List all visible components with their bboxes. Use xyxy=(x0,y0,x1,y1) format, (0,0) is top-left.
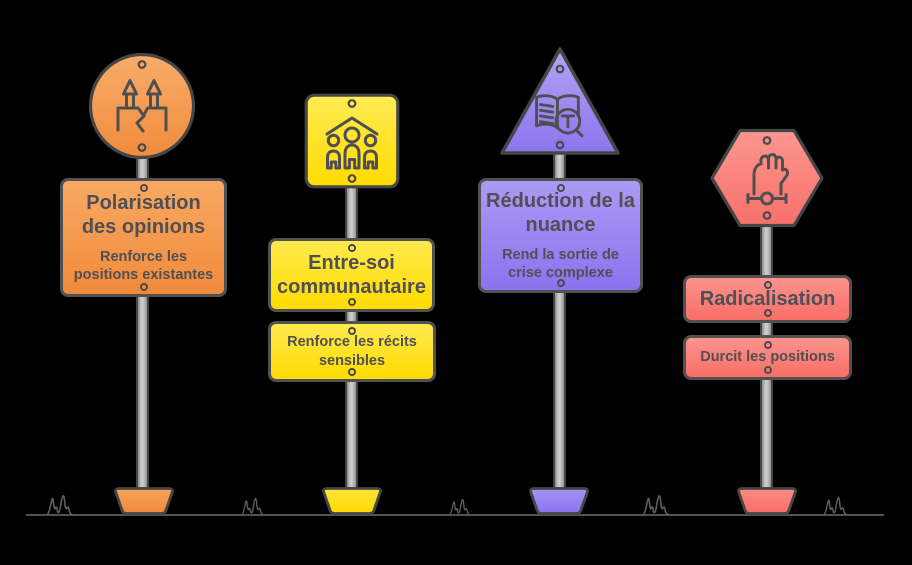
sign-head-circle xyxy=(88,52,196,160)
sign-pole xyxy=(345,150,358,489)
sign-head-square xyxy=(304,93,400,189)
screw-icon xyxy=(347,99,357,108)
sign-base xyxy=(737,487,797,515)
sign-board: Polarisation des opinions Renforce les p… xyxy=(60,178,227,297)
screw-icon xyxy=(556,279,565,287)
screw-icon xyxy=(762,136,772,145)
screw-icon xyxy=(556,184,565,192)
sign-base xyxy=(114,487,174,515)
sign-subtitle: Renforce les récits sensibles xyxy=(287,334,417,369)
sign-board: Entre-soi communautaire xyxy=(268,238,435,312)
sign-board: Durcit les positions xyxy=(683,335,852,380)
sign-title: Polarisation des opinions xyxy=(81,191,206,239)
sign-title: Entre-soi communautaire xyxy=(277,251,426,298)
screw-icon xyxy=(763,341,772,349)
grass-tuft xyxy=(241,498,265,516)
split-crack-arrows-icon xyxy=(116,79,168,133)
grass-tuft xyxy=(46,495,74,516)
screw-icon xyxy=(347,298,356,306)
screw-icon xyxy=(139,283,148,291)
raised-fist-shackle-icon xyxy=(746,153,790,206)
screw-icon xyxy=(555,64,565,74)
screw-icon xyxy=(139,184,148,192)
grass-tuft xyxy=(642,495,670,516)
sign-head-triangle xyxy=(500,47,620,155)
sign-title: Réduction de la nuance xyxy=(486,189,635,237)
screw-icon xyxy=(347,244,356,252)
screw-icon xyxy=(137,143,147,152)
sign-board: Réduction de la nuance Rend la sortie de… xyxy=(478,178,643,293)
screw-icon xyxy=(348,368,356,376)
grass-tuft xyxy=(823,497,848,516)
grass-tuft xyxy=(448,499,472,516)
sign-board: Renforce les récits sensibles xyxy=(268,321,436,382)
ground-line xyxy=(26,495,884,516)
screw-icon xyxy=(763,366,772,374)
screw-icon xyxy=(763,281,772,289)
sign-board: Radicalisation xyxy=(683,275,852,323)
community-under-roof-icon xyxy=(325,116,379,170)
sign-base xyxy=(529,487,589,515)
screw-icon xyxy=(555,140,565,150)
sign-subtitle: Durcit les positions xyxy=(700,349,835,366)
sign-head-hexagon xyxy=(710,128,824,228)
screw-icon xyxy=(137,60,147,69)
screw-icon xyxy=(762,211,772,220)
sign-subtitle: Rend la sortie de crise complexe xyxy=(502,246,619,281)
screw-icon xyxy=(763,309,772,317)
screw-icon xyxy=(348,327,356,335)
screw-icon xyxy=(347,174,357,183)
sign-subtitle: Renforce les positions existantes xyxy=(73,248,214,283)
book-magnifier-icon xyxy=(535,94,584,138)
sign-base xyxy=(322,487,382,515)
sign-title: Radicalisation xyxy=(699,287,836,310)
